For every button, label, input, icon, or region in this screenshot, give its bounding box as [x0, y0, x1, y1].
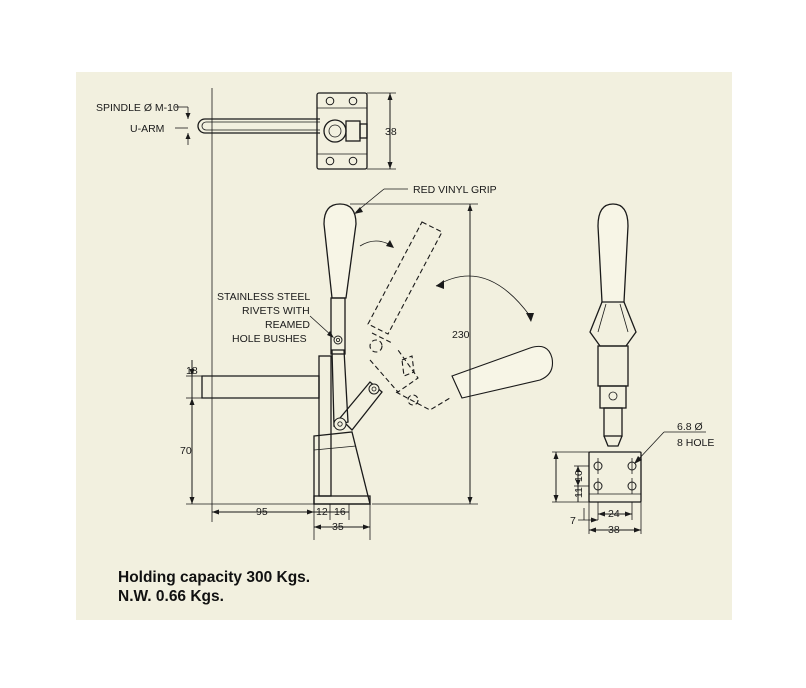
- link-arm: [331, 349, 383, 431]
- bolt-hole: [348, 96, 358, 106]
- rivets-label-line1: STAINLESS STEEL: [217, 291, 310, 303]
- dim-height-70: 70: [180, 445, 192, 457]
- rivets-label-line4: HOLE BUSHES: [232, 333, 307, 345]
- side-view: RED VINYL GRIP STAINLESS STEEL RIVETS WI…: [180, 184, 554, 540]
- dim-base-7: 7: [570, 515, 576, 527]
- rivets-label-line2: RIVETS WITH: [242, 305, 310, 317]
- bolt-hole: [325, 96, 335, 106]
- rivet: [333, 335, 343, 345]
- open-position-outline: [367, 221, 451, 411]
- rivet: [368, 383, 380, 395]
- dim-width-35: 35: [332, 521, 344, 533]
- dim-height-230: 230: [452, 329, 470, 341]
- dim-width-95: 95: [256, 506, 268, 518]
- rivet: [333, 417, 347, 431]
- dim-width-12: 12: [316, 506, 328, 518]
- clamp-handle: [323, 203, 357, 355]
- bolt-hole: [348, 156, 358, 166]
- net-weight-text: N.W. 0.66 Kgs.: [118, 588, 224, 605]
- clamp-body: [201, 355, 371, 505]
- hole-label-line2: 8 HOLE: [677, 437, 714, 449]
- dim-base-24: 24: [608, 508, 620, 520]
- dim-base-11: 11: [573, 487, 585, 498]
- red-vinyl-grip-label: RED VINYL GRIP: [413, 184, 497, 196]
- top-view: SPINDLE Ø M-10 U-ARM 38: [96, 88, 397, 200]
- holding-capacity-text: Holding capacity 300 Kgs.: [118, 569, 311, 586]
- red-vinyl-grip: [323, 203, 357, 299]
- dim-top-width: 38: [385, 126, 397, 138]
- spindle-label: SPINDLE Ø M-10: [96, 102, 179, 114]
- hole-label-line1: 6.8 Ø: [677, 421, 703, 433]
- rivets-label-line3: REAMED: [265, 319, 310, 331]
- lowered-handle: [451, 345, 554, 399]
- bolt-hole: [325, 156, 335, 166]
- front-view: 6.8 Ø 8 HOLE 16 11 7 24 38: [552, 203, 714, 536]
- u-arm-label: U-ARM: [130, 123, 164, 135]
- dim-base-16: 16: [573, 470, 585, 482]
- front-grip: [597, 203, 629, 303]
- specifications-caption: Holding capacity 300 Kgs. N.W. 0.66 Kgs.: [118, 568, 310, 606]
- dim-height-18: 18: [186, 365, 198, 377]
- dim-base-38: 38: [608, 524, 620, 536]
- dim-width-16: 16: [334, 506, 346, 518]
